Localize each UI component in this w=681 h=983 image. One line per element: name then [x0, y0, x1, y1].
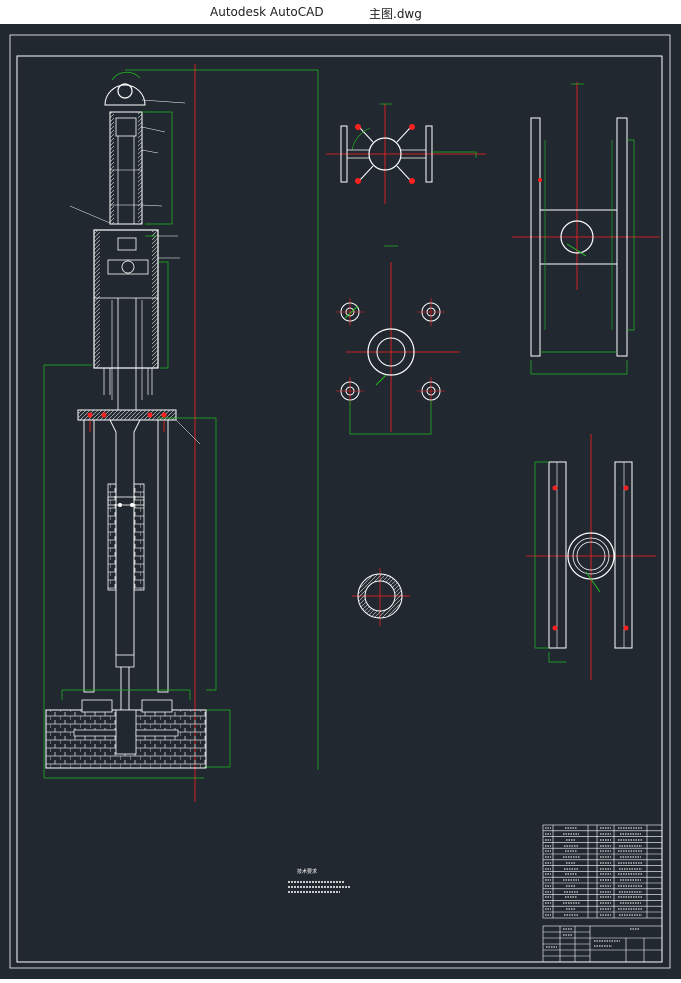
- technical-notes: 技术要求: [288, 868, 350, 893]
- technical-notes-title: 技术要求: [297, 868, 317, 875]
- inner-border: [16, 55, 663, 963]
- cad-drawing[interactable]: 技术要求: [0, 24, 681, 979]
- parts-list-table[interactable]: [542, 824, 663, 919]
- drawing-canvas[interactable]: 技术要求: [0, 24, 681, 979]
- main-elevation-view[interactable]: [43, 64, 319, 802]
- title-bar: Autodesk AutoCAD 主图.dwg: [0, 0, 681, 24]
- h-frame-view[interactable]: [512, 82, 660, 375]
- side-frame-view[interactable]: [526, 434, 656, 680]
- cross-bracket-view[interactable]: [326, 103, 486, 204]
- four-hole-flange-view[interactable]: [336, 245, 460, 435]
- file-name: 主图.dwg: [369, 7, 422, 21]
- title-block[interactable]: [542, 925, 663, 963]
- ring-section-view[interactable]: [352, 568, 410, 626]
- outer-border: [9, 34, 671, 969]
- app-title: Autodesk AutoCAD: [210, 5, 324, 19]
